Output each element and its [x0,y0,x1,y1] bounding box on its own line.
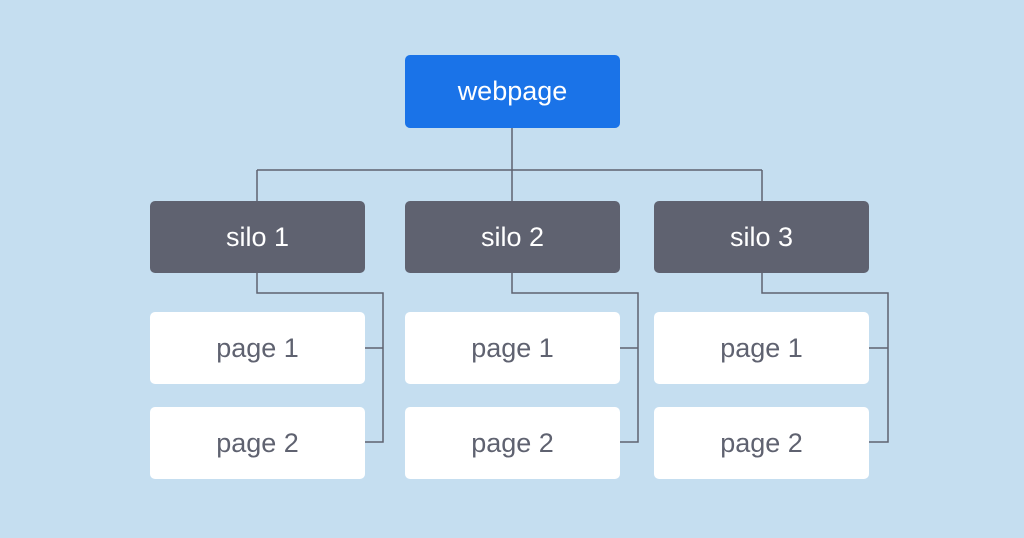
silo-2-page-1-node: page 1 [405,312,620,384]
silo-3-page-2-node: page 2 [654,407,869,479]
silo-3-page-1-node: page 1 [654,312,869,384]
silo-2-page-2-node: page 2 [405,407,620,479]
silo-1-node: silo 1 [150,201,365,273]
silo-3-page-connector [761,273,889,443]
webpage-node: webpage [405,55,620,128]
silo-2-node: silo 2 [405,201,620,273]
silo-3-node: silo 3 [654,201,869,273]
silo-1-page-1-node: page 1 [150,312,365,384]
silo-1-page-2-node: page 2 [150,407,365,479]
silo-2-page-connector [511,273,639,443]
silo-1-page-connector [256,273,384,443]
